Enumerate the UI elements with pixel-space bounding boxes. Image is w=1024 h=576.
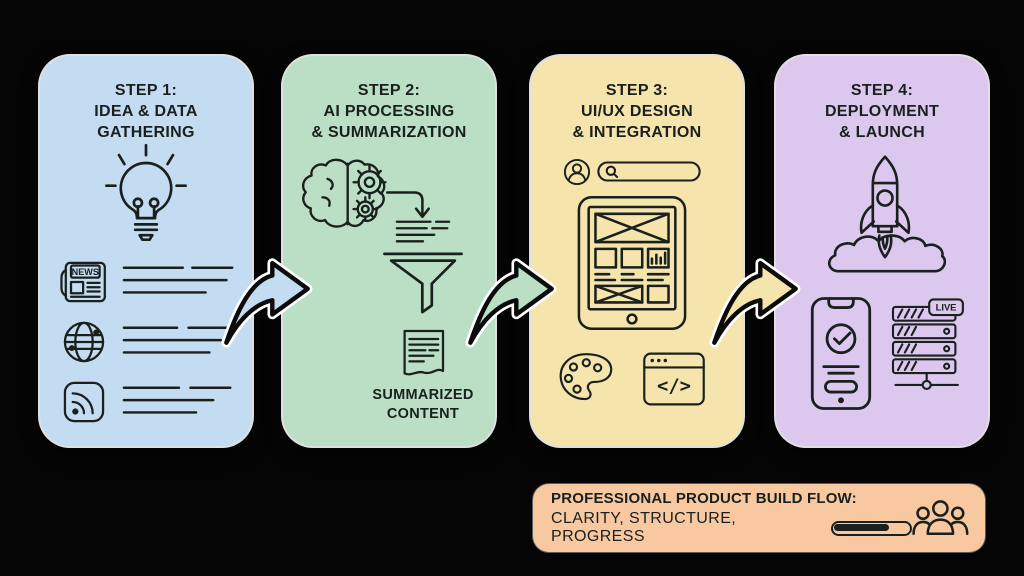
step-1-title: STEP 1: IDEA & DATA GATHERING — [94, 82, 198, 142]
step-4-title: STEP 4: DEPLOYMENT & LAUNCH — [824, 82, 940, 142]
newspaper-icon: NEWS — [60, 261, 106, 303]
progress-fill — [834, 524, 889, 531]
globe-icon — [63, 321, 105, 363]
flow-arrow-1-icon — [221, 258, 313, 348]
paint-palette-icon — [559, 353, 613, 401]
data-source-row-feed — [58, 376, 236, 428]
rocket-launch-icon — [828, 155, 946, 273]
elbow-arrow-icon — [386, 191, 430, 219]
data-source-row-web — [58, 316, 236, 368]
text-lines — [395, 220, 451, 243]
text-lines — [122, 266, 234, 294]
live-badge — [928, 298, 964, 317]
search-bar-icon — [597, 161, 701, 182]
team-icon — [912, 500, 969, 536]
step-2-card: STEP 2: AI PROCESSING & SUMMARIZATION — [283, 56, 495, 446]
summary-document-icon — [403, 329, 445, 376]
summary-banner: PROFESSIONAL PRODUCT BUILD FLOW: CLARITY… — [533, 484, 985, 552]
flow-arrow-3-icon — [709, 258, 801, 348]
data-source-row-news: NEWS — [58, 256, 236, 308]
funnel-icon — [383, 252, 463, 314]
step-3-title: STEP 3: UI/UX DESIGN & INTEGRATION — [572, 82, 702, 142]
rss-feed-icon — [63, 381, 105, 423]
step-4-card: STEP 4: DEPLOYMENT & LAUNCH — [776, 56, 988, 446]
user-avatar-icon — [563, 158, 591, 186]
progress-bar — [830, 520, 913, 536]
code-window-icon: </> — [643, 352, 705, 406]
step-3-card: STEP 3: UI/UX DESIGN & INTEGRATION — [531, 56, 743, 446]
banner-title: PROFESSIONAL PRODUCT BUILD FLOW: — [551, 490, 857, 507]
phone-approved-icon — [810, 297, 872, 410]
text-lines — [122, 386, 232, 414]
network-node-icon — [921, 379, 932, 391]
step-1-card: STEP 1: IDEA & DATA GATHERING NEWS — [40, 56, 252, 446]
launch-cloud-icon — [828, 234, 946, 273]
summarized-content-label: SUMMARIZED CONTENT — [372, 387, 474, 422]
banner-text: PROFESSIONAL PRODUCT BUILD FLOW: CLARITY… — [551, 490, 913, 546]
flow-arrow-2-icon — [465, 258, 557, 348]
step-2-title: STEP 2: AI PROCESSING & SUMMARIZATION — [311, 82, 467, 142]
server-rack-icon: LIVE — [891, 298, 964, 391]
svg-text:NEWS: NEWS — [72, 267, 99, 277]
brain-gears-icon — [301, 158, 387, 228]
lightbulb-idea-icon — [105, 143, 187, 242]
text-lines — [122, 326, 230, 354]
svg-text:LIVE: LIVE — [936, 303, 957, 313]
svg-text:</>: </> — [657, 376, 691, 397]
banner-subtitle: CLARITY, STRUCTURE, PROGRESS — [551, 510, 737, 545]
tablet-wireframe-icon — [577, 195, 687, 331]
